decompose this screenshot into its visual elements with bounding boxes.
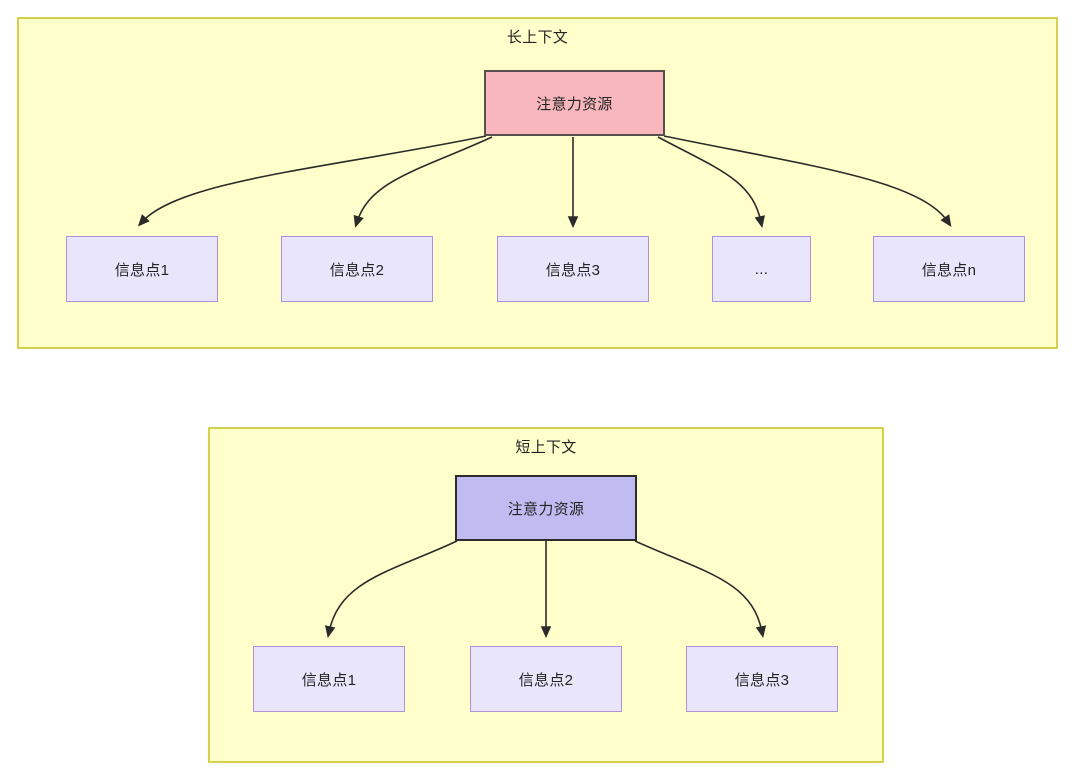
node-label: 信息点n — [921, 261, 977, 279]
group-short-context-title: 短上下文 — [515, 439, 577, 456]
node-label: 注意力资源 — [536, 95, 613, 113]
node-label: 信息点3 — [545, 261, 601, 279]
node-long-info-point-3[interactable]: 信息点3 — [497, 236, 649, 302]
node-long-info-point-ellipsis[interactable]: ... — [712, 236, 811, 302]
node-label: 信息点3 — [734, 671, 790, 689]
node-label: ... — [754, 260, 769, 278]
group-long-context-title: 长上下文 — [506, 29, 569, 46]
node-label: 信息点1 — [114, 261, 170, 279]
node-long-info-point-2[interactable]: 信息点2 — [281, 236, 433, 302]
node-label: 注意力资源 — [507, 500, 585, 518]
node-long-attention-resource[interactable]: 注意力资源 — [484, 70, 665, 136]
node-long-info-point-1[interactable]: 信息点1 — [66, 236, 218, 302]
node-short-info-point-3[interactable]: 信息点3 — [686, 646, 838, 712]
node-short-info-point-1[interactable]: 信息点1 — [253, 646, 405, 712]
node-long-info-point-n[interactable]: 信息点n — [873, 236, 1025, 302]
node-label: 信息点1 — [301, 671, 357, 689]
node-short-info-point-2[interactable]: 信息点2 — [470, 646, 622, 712]
node-label: 信息点2 — [518, 671, 574, 689]
node-short-attention-resource[interactable]: 注意力资源 — [455, 475, 637, 541]
node-label: 信息点2 — [329, 261, 385, 279]
